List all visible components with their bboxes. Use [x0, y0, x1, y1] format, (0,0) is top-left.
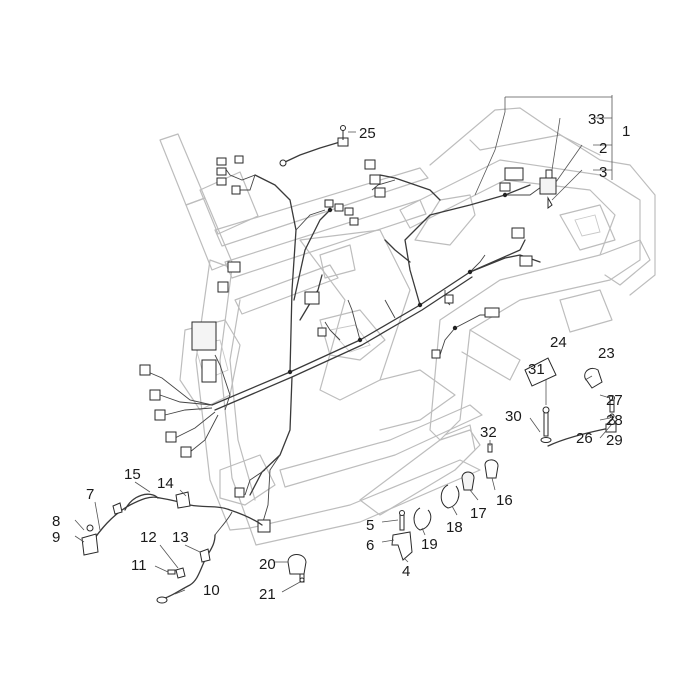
clip: [547, 196, 553, 209]
connector: [334, 203, 344, 212]
connector: [349, 217, 359, 226]
harness-node: [452, 325, 458, 331]
regulator: [201, 359, 217, 383]
part-20-clamp: [287, 554, 307, 583]
part-27-29-hardware: [609, 395, 615, 425]
leader-lines: [74, 95, 613, 595]
callout-29: 29: [606, 432, 623, 449]
connector: [444, 294, 454, 304]
callout-2: 2: [599, 140, 607, 157]
connector: [484, 307, 500, 318]
connector: [234, 487, 245, 498]
callout-21: 21: [259, 586, 276, 603]
connector: [324, 199, 334, 208]
callout-18: 18: [446, 519, 463, 536]
callout-20: 20: [259, 556, 276, 573]
connector: [364, 159, 376, 170]
callout-13: 13: [172, 529, 189, 546]
connector: [139, 364, 151, 376]
part-10-rear-sensor-cable: [156, 511, 233, 604]
connector: [180, 446, 192, 458]
callout-23: 23: [598, 345, 615, 362]
connector: [369, 174, 381, 185]
harness-node: [327, 207, 333, 213]
fuse-box: [539, 177, 557, 195]
connector: [234, 155, 244, 164]
connector: [374, 187, 386, 198]
part-fuse-box: [539, 169, 557, 209]
connector: [227, 261, 241, 273]
callout-6: 6: [366, 537, 374, 554]
connector: [431, 349, 441, 359]
callout-labels: 1 2 3 33 25 24 23 31 30 32 27 28 29 26 1…: [52, 111, 630, 603]
connector: [499, 182, 511, 192]
connector: [154, 409, 166, 421]
callout-15: 15: [124, 466, 141, 483]
callout-7: 7: [86, 486, 94, 503]
callout-26: 26: [576, 430, 593, 447]
connector: [217, 281, 229, 293]
callout-4: 4: [402, 563, 410, 580]
connector: [165, 431, 177, 443]
callout-27: 27: [606, 392, 623, 409]
frame-chassis: [159, 107, 656, 546]
part-23-clamp: [584, 367, 603, 389]
callout-10: 10: [203, 582, 220, 599]
callout-5: 5: [366, 517, 374, 534]
callout-17: 17: [470, 505, 487, 522]
connector: [231, 185, 241, 195]
connector: [519, 255, 533, 267]
connector: [317, 327, 327, 337]
part-16-clamp: [461, 459, 499, 491]
part-24-plate: [524, 357, 557, 387]
part-25-cable: [279, 125, 349, 167]
callout-3: 3: [599, 164, 607, 181]
callout-25: 25: [359, 125, 376, 142]
harness-node: [357, 337, 363, 343]
callout-30: 30: [505, 408, 522, 425]
part-32-screw: [487, 443, 493, 453]
ecu-module: [191, 321, 217, 351]
harness-node: [467, 269, 473, 275]
connector: [149, 389, 161, 401]
callout-32: 32: [480, 424, 497, 441]
connector: [257, 519, 271, 533]
callout-33: 33: [588, 111, 605, 128]
connector: [344, 207, 354, 216]
part-31-screw: [540, 406, 552, 443]
part-7-front-sensor-cable: [81, 491, 263, 556]
connector: [216, 157, 227, 166]
harness-node: [417, 302, 423, 308]
callout-31: 31: [528, 361, 545, 378]
connector: [511, 227, 525, 239]
connector: [216, 177, 227, 186]
harness-connectors: [139, 155, 533, 533]
part-18-ring: [413, 484, 460, 531]
part-4-bracket: [391, 510, 413, 561]
callout-24: 24: [550, 334, 567, 351]
harness-node: [287, 369, 293, 375]
relay: [304, 291, 320, 305]
fuse: [545, 169, 553, 179]
callout-9: 9: [52, 529, 60, 546]
callout-8: 8: [52, 513, 60, 530]
callout-12: 12: [140, 529, 157, 546]
callout-19: 19: [421, 536, 438, 553]
callout-1: 1: [622, 123, 630, 140]
callout-11: 11: [131, 557, 147, 574]
callout-14: 14: [157, 475, 174, 492]
main-wiring-harness: [147, 167, 549, 526]
connector: [216, 167, 227, 176]
callout-28: 28: [606, 412, 623, 429]
callout-16: 16: [496, 492, 513, 509]
connector: [504, 167, 524, 181]
harness-node: [502, 192, 508, 198]
